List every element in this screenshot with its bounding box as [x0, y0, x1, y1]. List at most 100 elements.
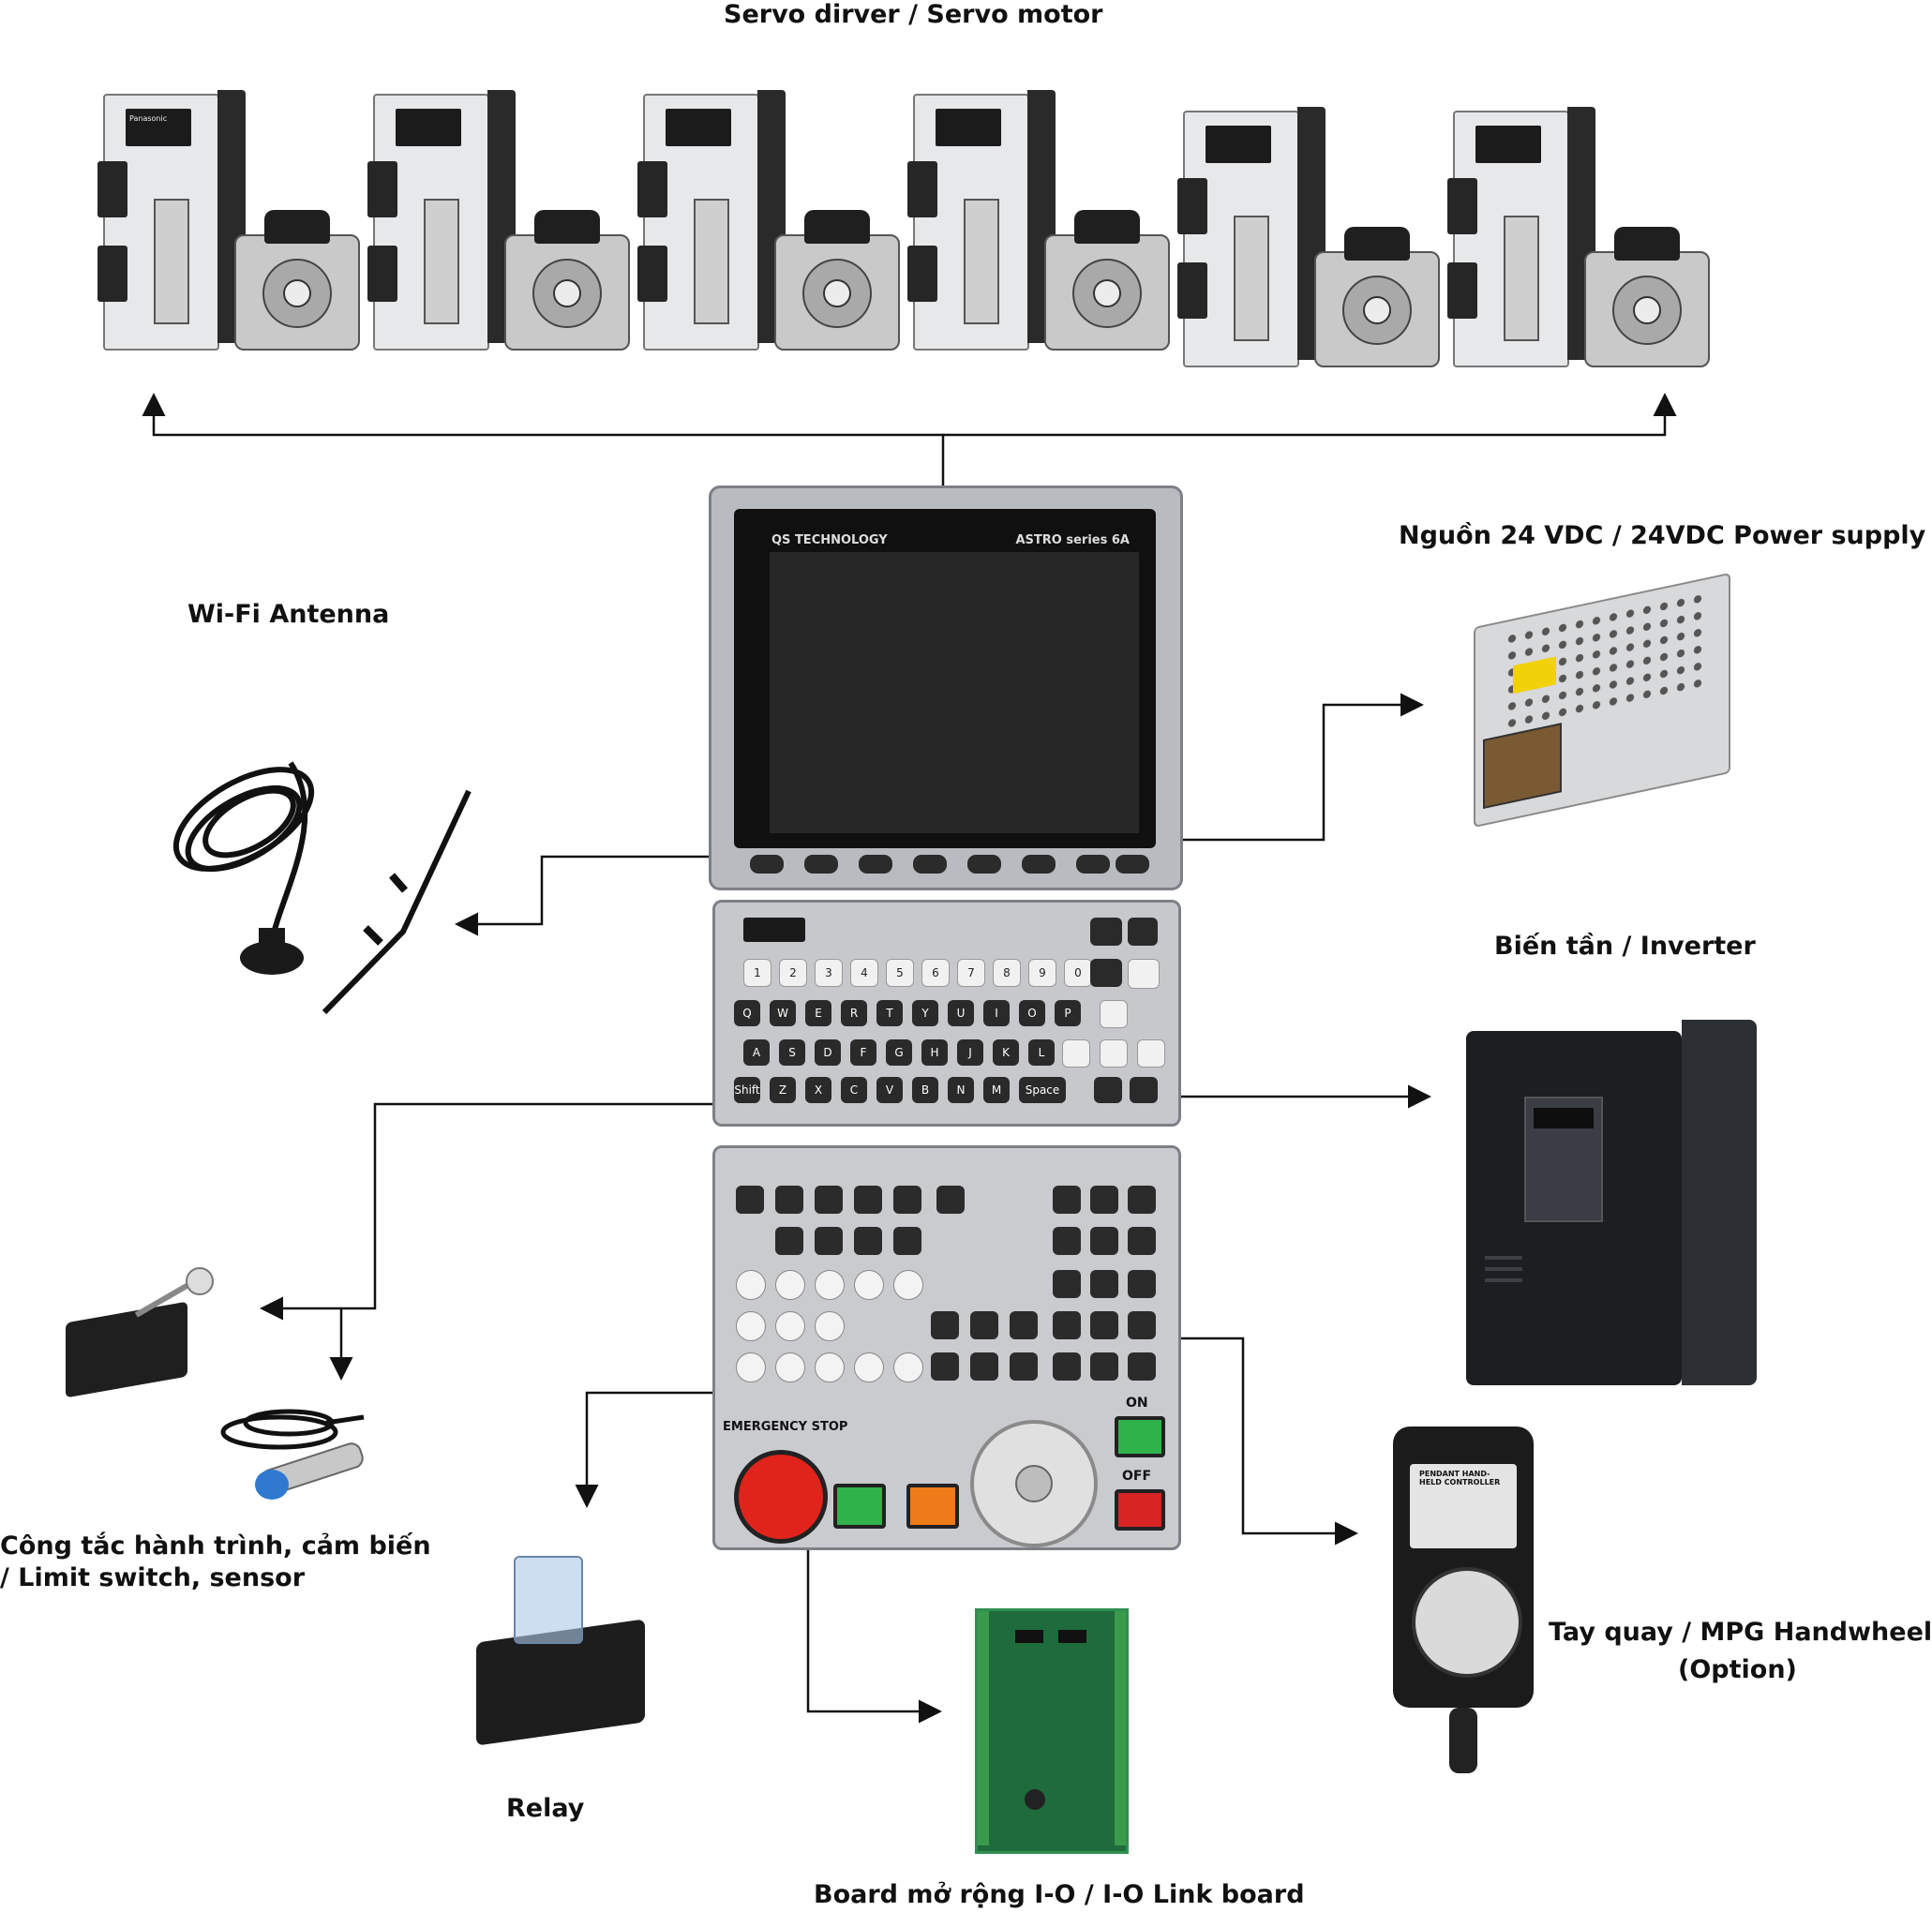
key-0[interactable]: 0	[1064, 959, 1092, 987]
key-r[interactable]: R	[841, 1000, 867, 1026]
operator-key[interactable]	[931, 1352, 959, 1381]
operator-key[interactable]	[1128, 1186, 1156, 1214]
operator-key[interactable]	[736, 1352, 766, 1382]
operator-key[interactable]	[1053, 1352, 1081, 1381]
operator-key[interactable]	[775, 1227, 803, 1255]
softkey[interactable]	[804, 855, 838, 874]
operator-key[interactable]	[1053, 1311, 1081, 1339]
operator-key[interactable]	[1053, 1186, 1081, 1214]
operator-key[interactable]	[775, 1311, 805, 1341]
key-e[interactable]: E	[805, 1000, 831, 1026]
key-o[interactable]: O	[1019, 1000, 1045, 1026]
operator-key[interactable]	[970, 1352, 998, 1381]
key-9[interactable]: 9	[1028, 959, 1056, 987]
backspace-key[interactable]	[1090, 918, 1122, 946]
key-z[interactable]: Z	[770, 1077, 796, 1103]
softkey[interactable]	[913, 855, 947, 874]
operator-key[interactable]	[893, 1227, 921, 1255]
operator-key[interactable]	[1128, 1270, 1156, 1298]
operator-key[interactable]	[1090, 1352, 1118, 1381]
operator-key[interactable]	[815, 1227, 843, 1255]
key-l[interactable]: L	[1028, 1039, 1055, 1066]
key-shift[interactable]: Shift	[734, 1077, 760, 1103]
operator-key[interactable]	[815, 1352, 845, 1382]
arrow-left-icon[interactable]	[1062, 1039, 1090, 1068]
key-h[interactable]: H	[921, 1039, 948, 1066]
operator-key[interactable]	[1010, 1311, 1038, 1339]
key-q[interactable]: Q	[734, 1000, 760, 1026]
key-u[interactable]: U	[948, 1000, 974, 1026]
key-f[interactable]: F	[850, 1039, 876, 1066]
key-b[interactable]: B	[912, 1077, 938, 1103]
operator-key[interactable]	[775, 1186, 803, 1214]
operator-key[interactable]	[815, 1270, 845, 1300]
operator-key[interactable]	[893, 1270, 923, 1300]
operator-key[interactable]	[931, 1311, 959, 1339]
key-4[interactable]: 4	[850, 959, 878, 987]
key-s[interactable]: S	[779, 1039, 805, 1066]
key-y[interactable]: Y	[912, 1000, 938, 1026]
operator-key[interactable]	[893, 1186, 921, 1214]
operator-key[interactable]	[1090, 1311, 1118, 1339]
softkey[interactable]	[859, 855, 892, 874]
delete-key[interactable]	[1128, 959, 1160, 989]
softkey[interactable]	[750, 855, 784, 874]
operator-key[interactable]	[936, 1186, 965, 1214]
operator-key[interactable]	[775, 1352, 805, 1382]
key-w[interactable]: W	[770, 1000, 796, 1026]
operator-key[interactable]	[854, 1352, 884, 1382]
operator-key[interactable]	[854, 1227, 882, 1255]
mpg-wheel[interactable]	[970, 1420, 1098, 1547]
operator-key[interactable]	[1090, 1186, 1118, 1214]
operator-key[interactable]	[1010, 1352, 1038, 1381]
operator-key[interactable]	[736, 1186, 764, 1214]
operator-key[interactable]	[1053, 1270, 1081, 1298]
key-x[interactable]: X	[805, 1077, 831, 1103]
operator-key[interactable]	[815, 1311, 845, 1341]
key-p[interactable]: P	[1055, 1000, 1081, 1026]
key-n[interactable]: N	[948, 1077, 974, 1103]
operator-key[interactable]	[815, 1186, 843, 1214]
power-off-button[interactable]	[1115, 1489, 1165, 1531]
key-5[interactable]: 5	[886, 959, 914, 987]
cycle-start-button[interactable]	[833, 1484, 886, 1529]
operator-key[interactable]	[736, 1270, 766, 1300]
find-key[interactable]	[1094, 1077, 1122, 1103]
operator-key[interactable]	[1090, 1270, 1118, 1298]
operator-key[interactable]	[854, 1270, 884, 1300]
key-2[interactable]: 2	[779, 959, 807, 987]
power-on-button[interactable]	[1115, 1416, 1165, 1457]
softkey[interactable]	[1022, 855, 1056, 874]
key-m[interactable]: M	[983, 1077, 1010, 1103]
arrow-right-icon[interactable]	[1137, 1039, 1165, 1068]
operator-key[interactable]	[736, 1311, 766, 1341]
key-t[interactable]: T	[876, 1000, 903, 1026]
emergency-stop-button[interactable]	[734, 1450, 828, 1544]
feed-hold-button[interactable]	[906, 1484, 959, 1529]
arrow-down-icon[interactable]	[1100, 1039, 1128, 1068]
operator-key[interactable]	[1053, 1227, 1081, 1255]
page-down-key[interactable]	[1090, 959, 1122, 987]
arrow-up-icon[interactable]	[1100, 1000, 1128, 1028]
key-space[interactable]: Space	[1019, 1077, 1066, 1103]
key-8[interactable]: 8	[993, 959, 1021, 987]
key-c[interactable]: C	[841, 1077, 867, 1103]
softkey[interactable]	[967, 855, 1001, 874]
operator-key[interactable]	[1128, 1311, 1156, 1339]
key-3[interactable]: 3	[815, 959, 843, 987]
softkey[interactable]	[1076, 855, 1110, 874]
key-v[interactable]: V	[876, 1077, 903, 1103]
key-g[interactable]: G	[886, 1039, 912, 1066]
operator-key[interactable]	[1128, 1352, 1156, 1381]
softkey[interactable]	[1116, 855, 1149, 874]
page-up-key[interactable]	[1128, 918, 1158, 946]
key-j[interactable]: J	[957, 1039, 983, 1066]
key-6[interactable]: 6	[921, 959, 950, 987]
operator-key[interactable]	[854, 1186, 882, 1214]
operator-key[interactable]	[1090, 1227, 1118, 1255]
key-k[interactable]: K	[993, 1039, 1019, 1066]
operator-key[interactable]	[1128, 1227, 1156, 1255]
operator-key[interactable]	[775, 1270, 805, 1300]
enter-key[interactable]	[1130, 1077, 1158, 1103]
key-i[interactable]: I	[983, 1000, 1010, 1026]
